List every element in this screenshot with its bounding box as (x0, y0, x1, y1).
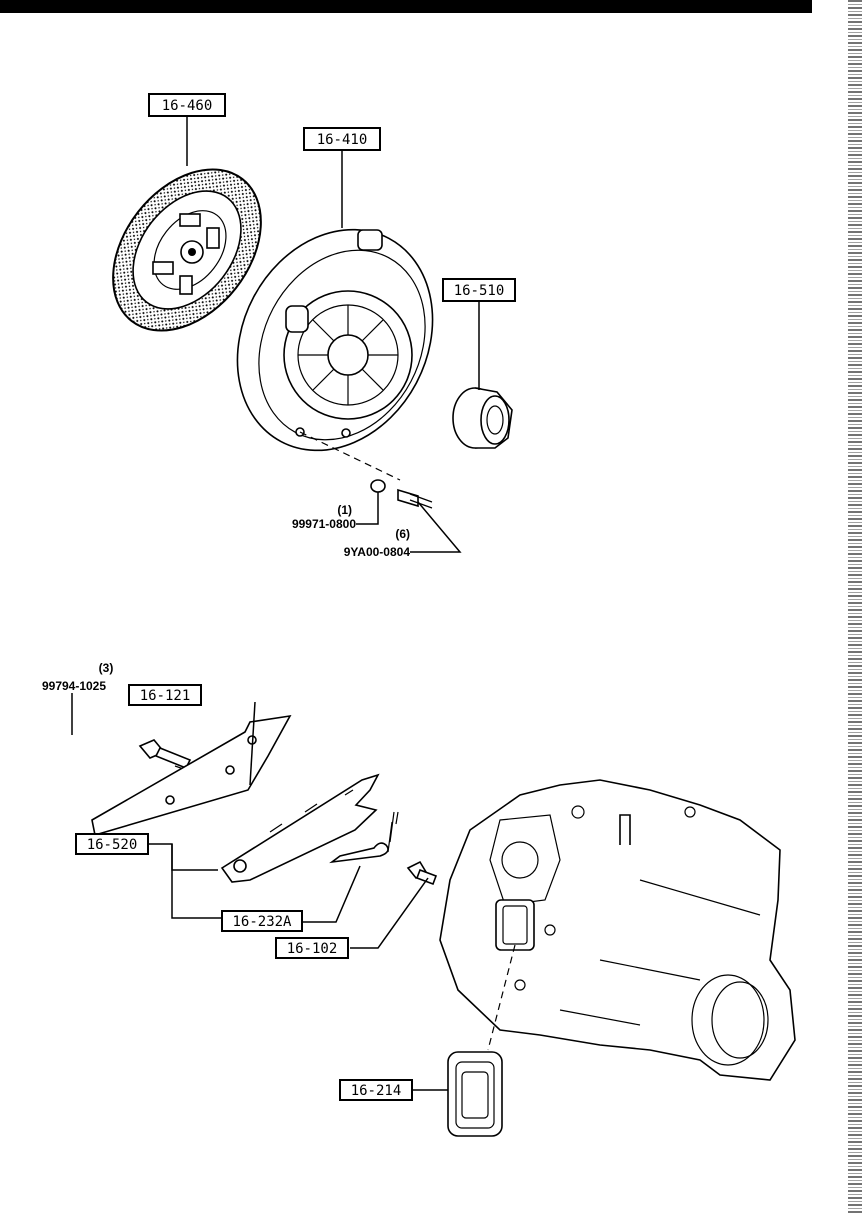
svg-text:16-460: 16-460 (162, 98, 213, 114)
label-16-460: 16-460 (148, 93, 226, 117)
label-16-232A: 16-232A (221, 910, 303, 932)
label-16-510: 16-510 (442, 278, 516, 302)
label-16-102: 16-102 (275, 937, 349, 959)
svg-text:16-121: 16-121 (140, 688, 191, 704)
svg-text:16-410: 16-410 (317, 132, 368, 148)
leader-lines (71, 116, 480, 1091)
top-border-bar (0, 0, 812, 13)
plate-bolt (138, 739, 246, 791)
svg-text:99971-0800: 99971-0800 (292, 517, 356, 531)
clutch-cover (236, 228, 434, 452)
label-16-520: 16-520 (75, 833, 149, 855)
transmission-case (439, 779, 796, 1081)
release-fork-boot (447, 1051, 503, 1137)
svg-text:(1): (1) (337, 503, 352, 517)
svg-text:(3): (3) (99, 661, 114, 675)
svg-text:9YA00-0804: 9YA00-0804 (344, 545, 411, 559)
clutch-disc (112, 168, 262, 332)
cover-fasteners (299, 431, 433, 509)
svg-text:99794-1025: 99794-1025 (42, 679, 106, 693)
release-fork (220, 773, 380, 883)
svg-text:16-232A: 16-232A (232, 914, 292, 930)
cover-plate (91, 714, 292, 837)
callout-pin: (1) 99971-0800 (292, 503, 356, 531)
fork-spring (329, 811, 399, 864)
release-bearing (452, 387, 513, 449)
svg-text:16-214: 16-214 (351, 1083, 402, 1099)
pivot-stud (406, 860, 438, 886)
svg-text:(6): (6) (395, 527, 410, 541)
label-16-214: 16-214 (339, 1079, 413, 1101)
callout-plate-bolt: (3) 99794-1025 (42, 661, 113, 693)
svg-text:16-510: 16-510 (454, 283, 505, 299)
callout-cover-bolt: (6) 9YA00-0804 (344, 527, 411, 559)
svg-text:16-102: 16-102 (287, 941, 338, 957)
svg-text:16-520: 16-520 (87, 837, 138, 853)
scan-edge (848, 0, 862, 1214)
label-16-410: 16-410 (303, 127, 381, 151)
label-16-121: 16-121 (128, 684, 202, 706)
